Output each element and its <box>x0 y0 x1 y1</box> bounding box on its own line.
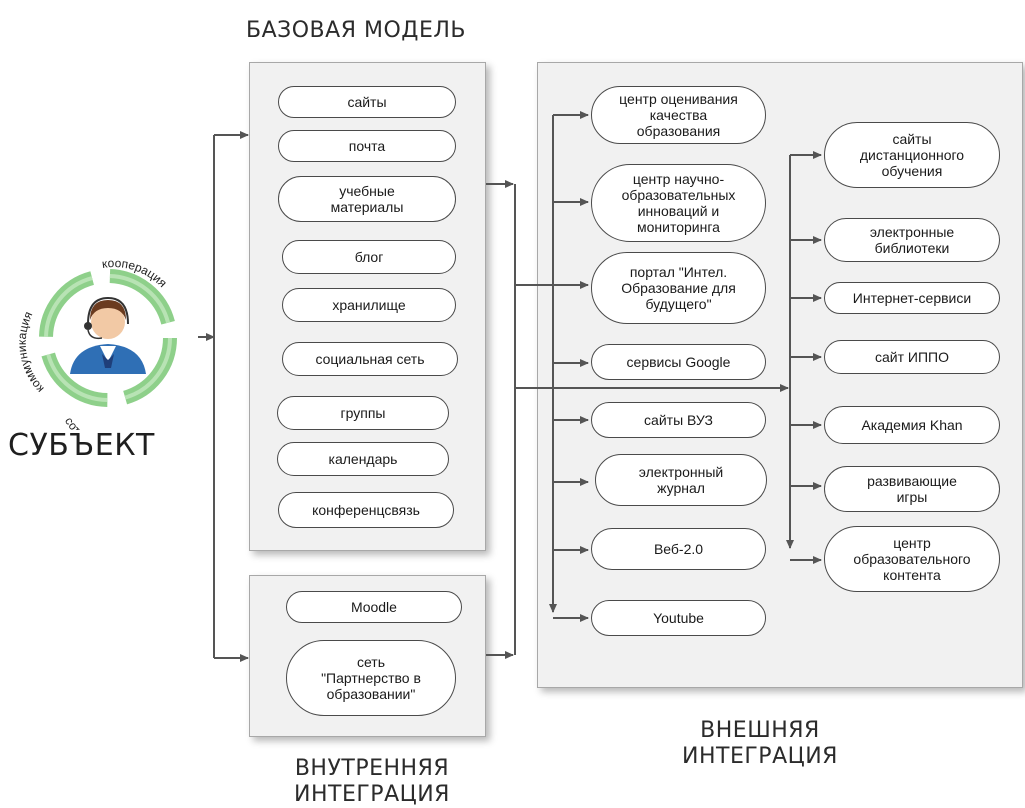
external-item-quality-assessment-center: центр оценивания качества образования <box>591 86 766 144</box>
base-item-sites: сайты <box>278 86 456 118</box>
external-item-innovation-monitoring-center: центр научно- образовательных инноваций … <box>591 164 766 242</box>
internal-integration-heading: ВНУТРЕННЯЯ ИНТЕГРАЦИЯ <box>294 756 450 807</box>
person-icon <box>70 296 146 374</box>
internal-item-moodle: Moodle <box>286 591 462 623</box>
base-item-conferencing: конференцсвязь <box>278 492 454 528</box>
base-item-social-network: социальная сеть <box>282 342 458 376</box>
external-item-youtube: Youtube <box>591 600 766 636</box>
external-item-ippo-site: сайт ИППО <box>824 340 1000 374</box>
external-item-web-2: Веб-2.0 <box>591 528 766 570</box>
external-item-google-services: сервисы Google <box>591 344 766 380</box>
base-item-learning-materials: учебные материалы <box>278 176 456 222</box>
external-item-educational-content-center: центр образовательного контента <box>824 526 1000 592</box>
base-item-blog: блог <box>282 240 456 274</box>
external-item-internet-services: Интернет-сервиси <box>824 282 1000 314</box>
internal-item-partnership-network: сеть "Партнерство в образовании" <box>286 640 456 716</box>
external-item-intel-portal: портал "Интел. Образование для будущего" <box>591 252 766 324</box>
base-item-groups: группы <box>277 396 449 430</box>
base-item-mail: почта <box>278 130 456 162</box>
external-item-e-libraries: электронные библиотеки <box>824 218 1000 262</box>
base-model-heading: БАЗОВАЯ МОДЕЛЬ <box>245 18 466 43</box>
external-item-distance-learning-sites: сайты дистанционного обучения <box>824 122 1000 188</box>
external-integration-heading: ВНЕШНЯЯ ИНТЕГРАЦИЯ <box>682 718 838 769</box>
base-item-calendar: календарь <box>277 442 449 476</box>
ring-highlight <box>44 274 172 402</box>
external-item-khan-academy: Академия Khan <box>824 406 1000 444</box>
external-item-university-sites: сайты ВУЗ <box>591 402 766 438</box>
external-item-electronic-journal: электронный журнал <box>595 454 767 506</box>
subject-avatar: кооперация коммуникация сотрудничество <box>18 256 177 430</box>
external-item-educational-games: развивающие игры <box>824 466 1000 512</box>
subject-label: СУБЪЕКТ <box>8 428 155 463</box>
base-item-storage: хранилище <box>282 288 456 322</box>
